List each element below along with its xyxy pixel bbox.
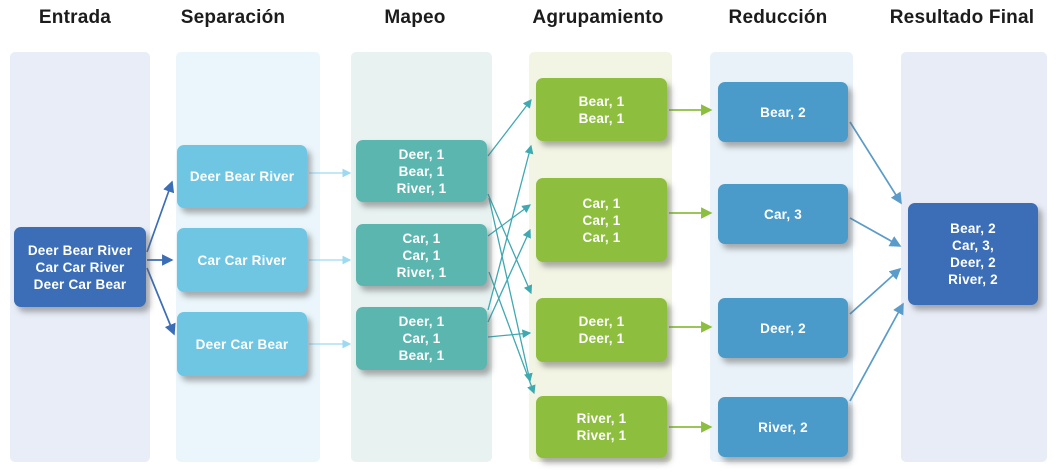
node-final: Bear, 2 Car, 3, Deer, 2 River, 2: [908, 203, 1038, 305]
node-line: Bear, 1: [578, 93, 625, 109]
node-line: Bear, 2: [760, 104, 806, 120]
node-line: River, 1: [396, 264, 447, 280]
node-line: Deer Bear River: [27, 242, 133, 258]
node-line: Deer, 1: [398, 314, 445, 329]
column-header-agrupamiento: Agrupamiento: [532, 7, 664, 28]
node-line: Car, 3: [764, 206, 802, 222]
edge-input-sep3: [146, 267, 176, 336]
node-grp4: River, 1 River, 1: [536, 396, 667, 458]
node-line: River, 2: [758, 419, 808, 435]
node-line: Bear, 1: [578, 110, 625, 126]
edge-map2-grp2: [487, 204, 531, 237]
node-line: Car, 1: [402, 247, 441, 263]
node-line: Deer, 1: [578, 314, 625, 329]
node-line: Deer, 1: [578, 331, 625, 346]
node-line: Deer Car Bear: [33, 276, 127, 292]
node-line: Bear, 2: [950, 221, 996, 236]
node-line: Bear, 1: [398, 163, 445, 179]
node-line: Car, 1: [582, 229, 621, 245]
column-header-reduccion: Reducción: [728, 7, 828, 28]
edge-input-sep1: [146, 180, 175, 253]
node-line: Deer Bear River: [189, 169, 295, 184]
node-sep3: Deer Car Bear: [177, 312, 307, 376]
node-line: River, 1: [576, 428, 627, 443]
edge-red4-final: [849, 302, 904, 402]
node-sep2: Car Car River: [177, 228, 307, 292]
node-line: Deer, 2: [760, 320, 806, 336]
node-red4: River, 2: [718, 397, 848, 457]
edge-map2-grp4: [488, 271, 536, 395]
edge-red3-final: [849, 267, 902, 315]
node-line: Deer, 2: [950, 255, 996, 270]
edge-map1-grp4: [488, 197, 533, 383]
node-line: River, 1: [396, 180, 447, 196]
column-header-separacion: Separación: [180, 7, 286, 28]
node-red1: Bear, 2: [718, 82, 848, 142]
edge-map1-grp3: [487, 193, 533, 295]
node-line: Bear, 1: [398, 348, 445, 363]
node-line: Deer, 1: [398, 146, 445, 162]
node-line: Deer Car Bear: [195, 336, 289, 352]
node-line: Car Car River: [35, 259, 125, 275]
node-line: River, 1: [576, 411, 627, 426]
edge-map3-grp2: [487, 228, 531, 323]
node-map3: Deer, 1 Car, 1 Bear, 1: [356, 307, 487, 370]
edge-red2-final: [849, 217, 902, 247]
node-red3: Deer, 2: [718, 298, 848, 358]
node-line: River, 2: [948, 272, 998, 287]
column-header-mapeo: Mapeo: [384, 7, 446, 28]
column-header-resultado: Resultado Final: [889, 7, 1035, 28]
node-line: Car, 1: [582, 195, 621, 211]
node-sep1: Deer Bear River: [177, 145, 307, 208]
edge-red1-final: [849, 121, 902, 205]
edge-map3-grp1: [487, 144, 534, 311]
node-line: Car Car River: [197, 252, 287, 268]
node-line: Car, 1: [402, 230, 441, 246]
edge-map1-grp1: [487, 99, 532, 157]
node-grp3: Deer, 1 Deer, 1: [536, 298, 667, 362]
node-line: Car, 1: [582, 212, 621, 228]
node-line: Car, 1: [402, 331, 441, 346]
edge-map3-grp3: [487, 329, 532, 339]
node-line: Car, 3,: [952, 238, 994, 253]
column-header-entrada: Entrada: [38, 7, 112, 28]
node-red2: Car, 3: [718, 184, 848, 244]
